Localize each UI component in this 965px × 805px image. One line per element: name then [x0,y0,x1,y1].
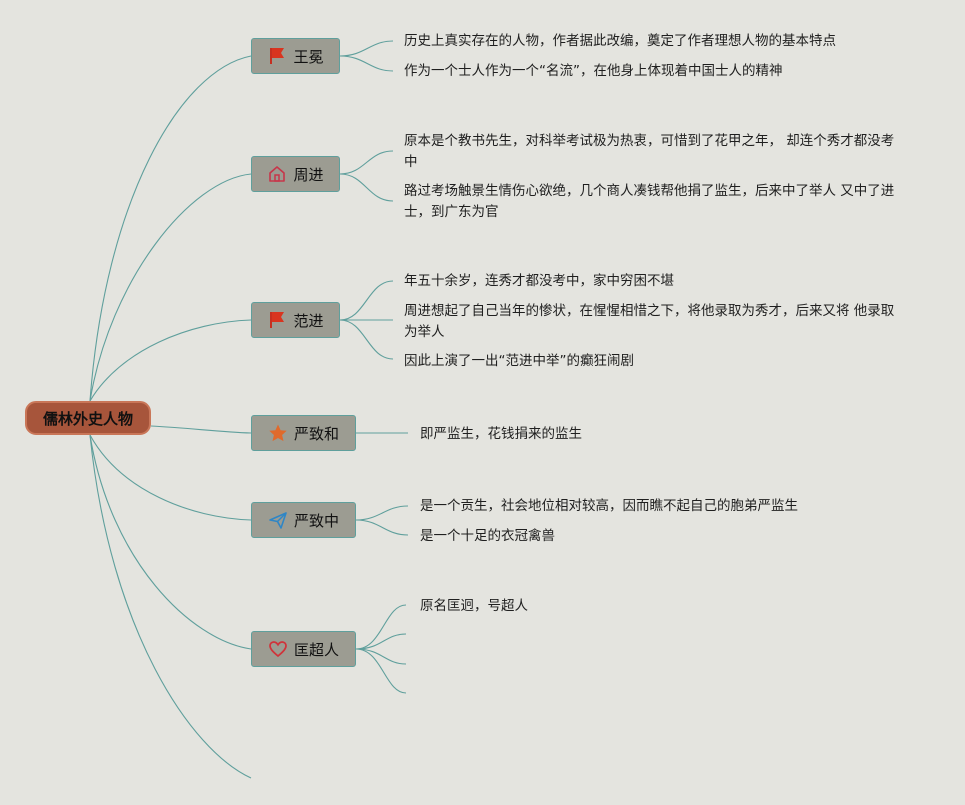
note-text: 是一个十足的衣冠禽兽 [420,528,555,544]
note-text: 原本是个教书先生，对科举考试极为热衷，可惜到了花甲之年， 却连个秀才都没考中 [404,133,895,170]
star-icon [268,423,288,443]
node-kuangchaoren[interactable]: 匡超人 [251,631,356,667]
node-fanjin[interactable]: 范进 [251,302,340,338]
node-label: 严致中 [293,511,339,530]
root-label: 儒林外史人物 [42,409,133,428]
node-yanzhihe[interactable]: 严致和 [251,415,356,451]
link-root-yanzhizhong [89,434,252,521]
paper-plane-icon [268,510,288,530]
note-text: 历史上真实存在的人物，作者据此改编，奠定了作者理想人物的基本特点 [404,33,836,49]
link-root-wangmian [89,55,252,402]
note-text: 周进想起了自己当年的惨状，在惺惺相惜之下，将他录取为秀才，后来又将 他录取为举人 [404,303,895,340]
node-label: 严致和 [293,424,339,443]
link-root-zhoujin [89,173,252,402]
node-label: 周进 [293,165,324,184]
heart-icon [268,639,288,659]
link-root-extra [89,434,252,779]
note-text: 是一个贡生，社会地位相对较高，因而瞧不起自己的胞弟严监生 [420,498,798,514]
node-wangmian[interactable]: 王冕 [251,38,340,74]
red-flag-icon [267,310,287,330]
note-text: 作为一个士人作为一个“名流”，在他身上体现着中国士人的精神 [404,63,783,79]
link-root-yanzhihe [150,425,252,434]
note-text: 即严监生，花钱捐来的监生 [420,426,582,442]
note-text: 年五十余岁，连秀才都没考中，家中穷困不堪 [404,273,674,289]
node-label: 范进 [293,311,324,330]
note-text: 原名匡迥，号超人 [420,598,528,614]
node-zhoujin[interactable]: 周进 [251,156,340,192]
home-icon [267,164,287,184]
link-root-kuangchaoren [89,434,252,650]
node-yanzhizhong[interactable]: 严致中 [251,502,356,538]
node-label: 王冕 [293,47,324,66]
link-root-fanjin [89,319,252,402]
node-label: 匡超人 [293,640,339,659]
note-text: 因此上演了一出“范进中举”的癫狂闹剧 [404,353,634,369]
note-text: 路过考场触景生情伤心欲绝，几个商人凑钱帮他捐了监生，后来中了举人 又中了进士，到… [404,183,895,220]
root-node[interactable]: 儒林外史人物 [25,401,151,435]
red-flag-icon [267,46,287,66]
